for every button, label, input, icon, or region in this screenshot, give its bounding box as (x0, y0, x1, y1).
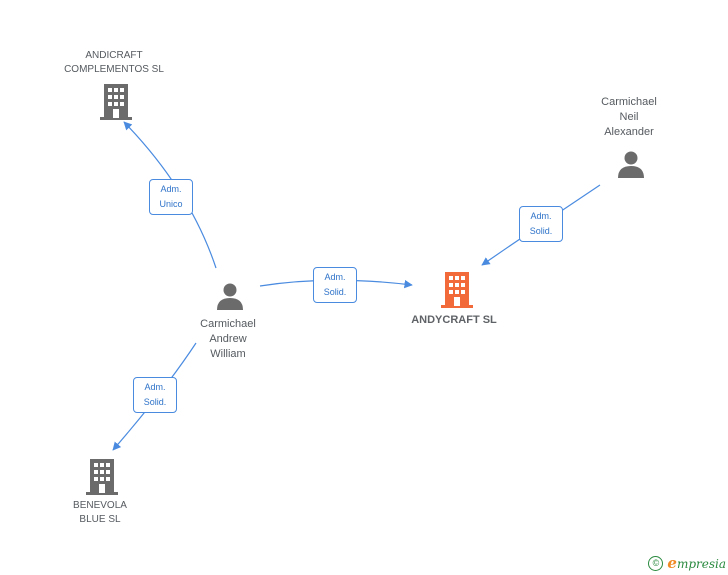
edge-label-adm-solid[interactable]: Adm. Solid. (133, 377, 177, 413)
building-icon[interactable] (100, 84, 132, 120)
building-icon-main[interactable] (441, 272, 473, 308)
edge-label-adm-unico[interactable]: Adm. Unico (149, 179, 193, 215)
node-andicraft-label[interactable]: ANDICRAFT COMPLEMENTOS SL (64, 50, 164, 75)
node-benevola-label[interactable]: BENEVOLA BLUE SL (73, 500, 127, 525)
footer-brand: © empresia (648, 554, 726, 572)
edge-label-adm-solid[interactable]: Adm. Solid. (313, 267, 357, 303)
copyright-icon: © (648, 555, 664, 571)
edge-label-adm-solid[interactable]: Adm. Solid. (519, 206, 563, 242)
person-icon[interactable] (617, 150, 645, 178)
node-andycraft-label[interactable]: ANDYCRAFT SL (411, 314, 497, 326)
building-icon[interactable] (86, 459, 118, 495)
brand-logo: empresia (667, 554, 726, 572)
node-carmichael-neil-label[interactable]: Carmichael Neil Alexander (601, 96, 657, 138)
node-carmichael-andrew-label[interactable]: Carmichael Andrew William (200, 318, 256, 360)
person-icon[interactable] (216, 282, 244, 310)
